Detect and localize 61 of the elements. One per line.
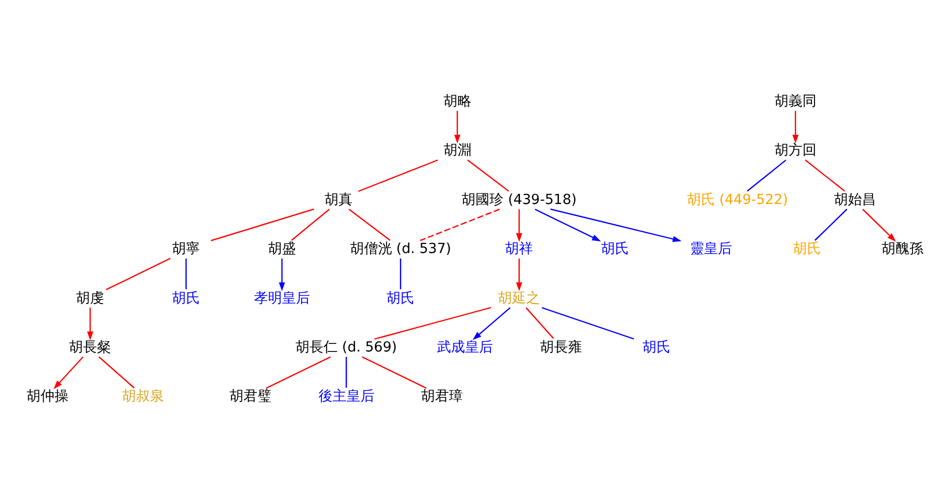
connector: [266, 356, 331, 388]
node-text: 胡方回: [774, 142, 816, 158]
node-text: 胡延之: [498, 290, 540, 306]
node-text: 胡國珍 (439-518): [462, 191, 577, 208]
arrow: [516, 258, 522, 291]
connector: [362, 356, 427, 388]
arrow: [792, 110, 799, 144]
node-text: 武成皇后: [436, 338, 493, 355]
connector: [106, 257, 170, 290]
node-text: 胡略: [443, 92, 472, 109]
node-text: 胡真: [324, 191, 353, 208]
connector: [98, 356, 135, 388]
connector: [746, 159, 786, 192]
node-text: 胡氏: [172, 290, 200, 306]
connector: [804, 159, 846, 192]
connector: [467, 159, 510, 192]
node-text: 胡氏: [601, 240, 630, 257]
node-text: 胡氏 (449-522): [686, 191, 788, 208]
connector: [374, 306, 492, 340]
node-text: 胡仲操: [26, 388, 68, 404]
connector: [358, 158, 438, 192]
node-text: 胡氏: [642, 338, 671, 355]
node-text: 胡義同: [774, 92, 816, 109]
node-text: 胡醜孫: [882, 240, 924, 257]
node-text: 後主皇后: [318, 388, 374, 404]
node-text: 胡君璧: [229, 388, 272, 404]
connector: [542, 306, 634, 340]
connector: [291, 208, 330, 240]
arrow: [87, 307, 94, 340]
node-text: 胡僧洸 (d. 537): [350, 240, 452, 257]
node-text: 胡氏: [792, 240, 821, 257]
connector: [185, 258, 187, 289]
node-text: 胡盛: [268, 240, 296, 257]
node-text: 胡始昌: [834, 191, 876, 208]
arrow: [54, 356, 84, 389]
node-text: 胡長粲: [69, 338, 112, 355]
arrow: [550, 208, 682, 242]
node-text: 胡長仁 (d. 569): [296, 338, 397, 355]
node-text: 靈皇后: [690, 240, 732, 257]
connector: [526, 306, 554, 338]
connector: [346, 356, 347, 388]
node-text: 胡長雍: [540, 338, 582, 355]
connector: [814, 208, 848, 240]
node-text: 孝明皇后: [254, 290, 310, 306]
node-text: 胡氏: [386, 290, 415, 306]
node-text: 胡叔泉: [122, 388, 164, 404]
connector: [210, 208, 314, 241]
node-text: 胡淵: [443, 142, 472, 158]
arrow: [516, 208, 522, 242]
connector: [348, 208, 390, 240]
node-text: 胡君璋: [421, 388, 464, 404]
node-text: 胡祥: [505, 240, 534, 257]
node-text: 胡寧: [172, 240, 200, 257]
connector: [420, 208, 500, 241]
node-text: 胡虔: [76, 290, 104, 306]
arrow: [862, 208, 896, 242]
arrow: [472, 306, 511, 340]
connector: [400, 258, 402, 289]
arrow: [278, 258, 286, 291]
arrow: [534, 208, 601, 241]
arrow: [454, 110, 460, 144]
